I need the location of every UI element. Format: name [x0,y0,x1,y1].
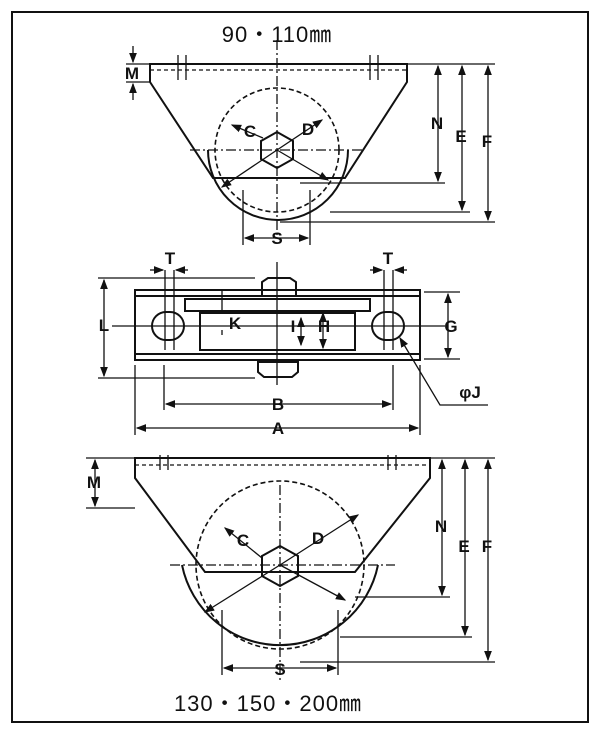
bottom-size-title: 130・150・200㎜ [173,691,363,716]
label-e-bottom: E [458,537,470,556]
label-s-top: S [271,229,283,248]
label-d-top: D [301,120,315,139]
plan-view [98,262,488,435]
label-d-bottom: D [311,529,325,548]
top-size-title: 90・110㎜ [221,22,333,47]
label-k: K [228,314,242,333]
frame-border [11,11,589,723]
label-i: I [290,317,296,336]
label-l: L [98,316,110,335]
label-f-top: F [481,132,493,151]
label-t-left: T [164,249,176,268]
label-f-bottom: F [481,537,493,556]
top-view [126,40,495,245]
label-a: A [271,419,285,438]
label-s-bottom: S [274,660,286,679]
label-m-bottom: M [86,473,102,492]
label-b: B [271,395,285,414]
label-c-bottom: C [236,531,250,550]
label-h: H [317,317,331,336]
label-c-top: C [243,122,257,141]
label-g: G [444,317,458,336]
bottom-view [86,455,495,680]
label-phi-j: φJ [459,383,481,402]
label-t-right: T [382,249,394,268]
label-n-top: N [430,114,444,133]
label-e-top: E [455,127,467,146]
label-m-top: M [124,64,140,83]
label-n-bottom: N [434,517,448,536]
